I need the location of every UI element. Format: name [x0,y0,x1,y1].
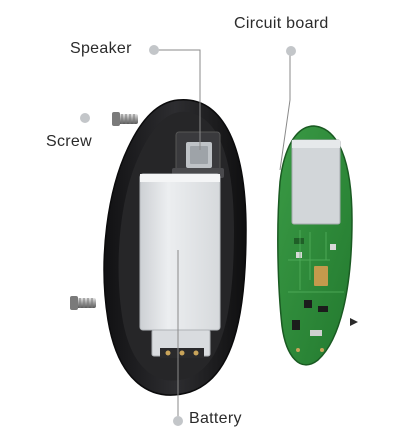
label-circuit-board: Circuit board [234,15,329,32]
speaker-component [172,131,224,178]
screw-icon [70,296,96,310]
label-speaker: Speaker [70,40,132,57]
leader-line-speaker [156,49,201,150]
dot-speaker [149,45,159,55]
dot-circuit [286,46,296,56]
battery-component [139,173,221,358]
dot-battery [173,416,183,426]
label-screw: Screw [46,133,92,150]
dot-screw-left [80,113,90,123]
callout-dots [80,45,296,426]
screw-icon [112,112,138,126]
circuit-board-component [277,125,358,366]
label-battery: Battery [189,410,242,427]
leader-line-circuit [279,50,291,171]
leader-lines [156,49,291,418]
